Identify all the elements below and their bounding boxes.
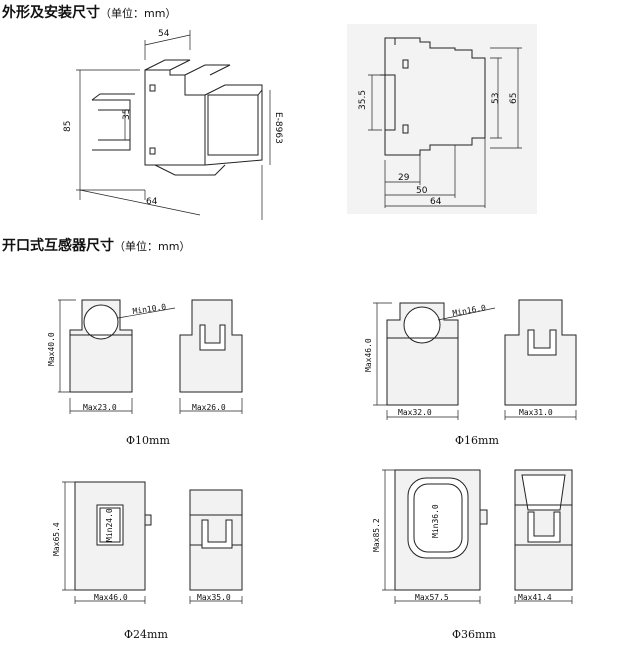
ct-24-height: Max65.4 xyxy=(52,522,61,556)
ct-16-front-drawing xyxy=(373,302,496,420)
ct-16-side-drawing xyxy=(504,299,577,420)
section-title-text: 外形及安装尺寸 xyxy=(2,5,100,21)
ct-36-front-drawing xyxy=(382,469,488,604)
iso-dim-inner: 35 xyxy=(122,109,132,120)
iso-dim-height: 85 xyxy=(63,121,73,132)
section-title-text: 开口式互感器尺寸 xyxy=(2,238,114,254)
ct-36-width: Max57.5 xyxy=(415,593,449,602)
side-dim-left: 35.5 xyxy=(358,90,368,110)
side-dim-b1: 29 xyxy=(398,173,410,183)
ct-36-height: Max85.2 xyxy=(372,518,381,552)
ct-24-side-drawing xyxy=(189,489,243,604)
ct-24-side-width: Max35.0 xyxy=(197,593,231,602)
ct-16-hole: Min16.0 xyxy=(452,303,487,318)
ct-36-caption: Φ36mm xyxy=(452,628,496,641)
ct-16-height: Max46.0 xyxy=(364,338,373,372)
ct-10-side-drawing xyxy=(179,299,243,414)
ct-36-side-drawing xyxy=(514,469,573,604)
side-dim-right: 65 xyxy=(509,93,519,104)
iso-dim-top: 54 xyxy=(158,29,170,39)
section-unit: （单位：mm） xyxy=(114,240,191,253)
ct-24-hole: Min24.0 xyxy=(105,508,114,542)
isometric-meter-drawing xyxy=(76,30,271,220)
side-dim-b3: 64 xyxy=(430,197,442,207)
section-unit: （单位：mm） xyxy=(100,7,177,20)
ct-10-width: Max23.0 xyxy=(83,403,117,412)
ct-24-width: Max46.0 xyxy=(94,593,128,602)
ct-10-front-drawing xyxy=(58,299,176,414)
side-dim-b2: 50 xyxy=(416,186,428,196)
side-dim-mid: 53 xyxy=(491,93,501,104)
ct-10-hole: Min10.0 xyxy=(132,302,167,316)
ct-16-caption: Φ16mm xyxy=(455,434,499,447)
ct-24-front-drawing xyxy=(62,481,152,604)
ct-24-caption: Φ24mm xyxy=(124,628,168,641)
ct-10-height: Max40.0 xyxy=(47,332,56,366)
section-title-dimensions: 外形及安装尺寸（单位：mm） xyxy=(2,2,176,22)
iso-dim-bottom: 64 xyxy=(146,197,158,207)
ct-16-side-width: Max31.0 xyxy=(519,408,553,417)
ct-10-side-width: Max26.0 xyxy=(192,403,226,412)
iso-dim-side: E-8963 xyxy=(273,112,283,144)
section-title-ct: 开口式互感器尺寸（单位：mm） xyxy=(2,235,190,255)
ct-16-width: Max32.0 xyxy=(398,408,432,417)
side-view-drawing xyxy=(347,24,537,214)
ct-36-hole: Min36.0 xyxy=(431,504,440,538)
ct-36-side-width: Max41.4 xyxy=(518,593,552,602)
ct-10-caption: Φ10mm xyxy=(126,434,170,447)
